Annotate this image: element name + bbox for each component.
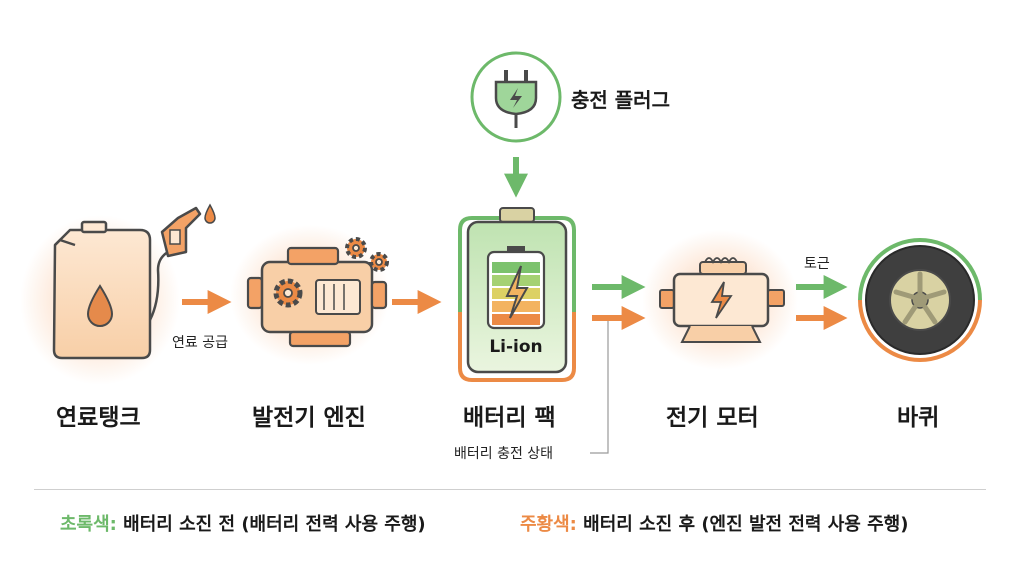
fuel-supply-label: 연료 공급: [172, 335, 228, 351]
legend-green: 초록색: 배터리 소진 전 (배터리 전력 사용 주행): [60, 510, 426, 536]
legend-orange-desc: 배터리 소진 후 (엔진 발전 전력 사용 주행): [583, 514, 909, 535]
wheel-label: 바퀴: [897, 405, 940, 431]
battery-type-label: Li-ion: [489, 337, 542, 357]
charging-plug-label: 충전 플러그: [571, 88, 670, 112]
legend-orange-key: 주황색:: [520, 514, 577, 535]
gear-icon: [273, 237, 389, 308]
wheel-icon: [858, 238, 982, 362]
legend-green-key: 초록색:: [60, 514, 117, 535]
engine-icon: [230, 225, 390, 365]
motor-icon: [642, 230, 798, 370]
legend-orange: 주황색: 배터리 소진 후 (엔진 발전 전력 사용 주행): [520, 510, 908, 536]
fuel-tank-label: 연료탱크: [56, 405, 141, 431]
battery-pack-label: 배터리 팩: [463, 405, 556, 431]
charge-state-connector: [590, 318, 609, 454]
fuel-nozzle-icon: [148, 203, 216, 321]
generator-engine-label: 발전기 엔진: [252, 405, 366, 431]
lightning-icon: [505, 265, 529, 319]
torque-label: 토근: [804, 256, 830, 272]
battery-charge-state-label: 배터리 충전 상태: [454, 446, 554, 462]
electric-motor-label: 전기 모터: [666, 405, 759, 431]
legend-divider: [34, 489, 986, 490]
plug-icon: [470, 51, 562, 143]
legend-green-desc: 배터리 소진 전 (배터리 전력 사용 주행): [123, 514, 426, 535]
fuel-can-icon: [20, 215, 180, 385]
